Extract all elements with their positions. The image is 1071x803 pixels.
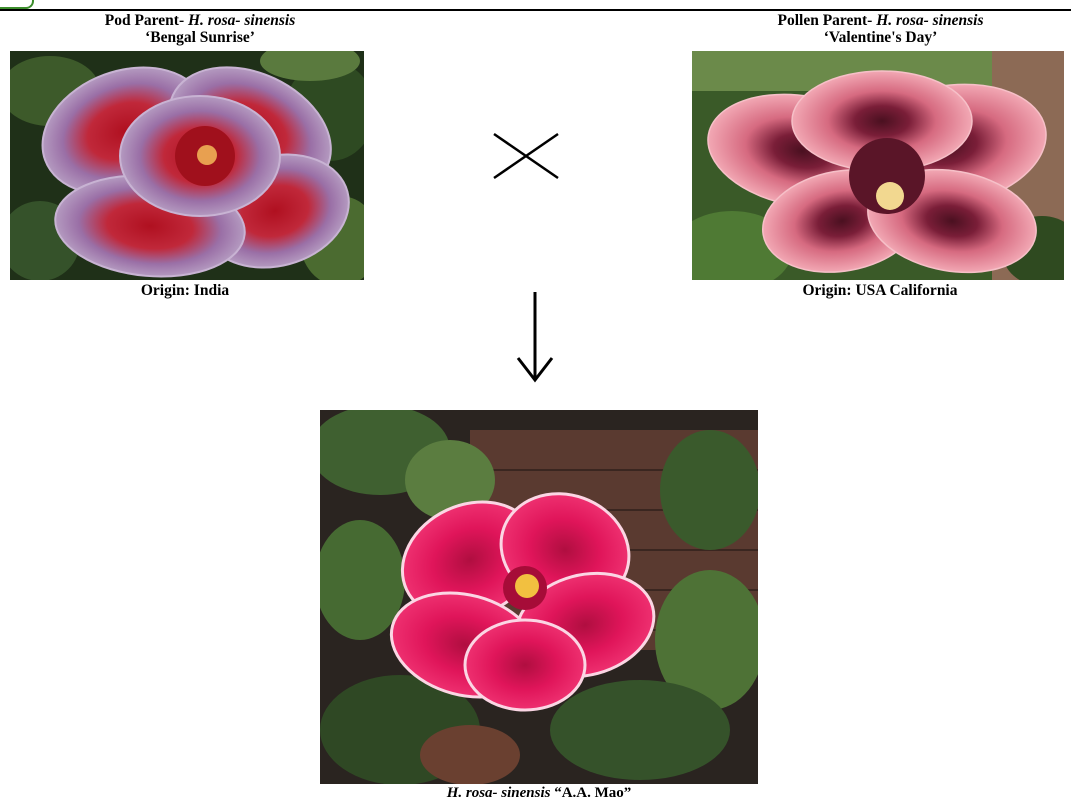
pod-parent-prefix: Pod Parent- xyxy=(105,12,188,29)
offspring-cultivar: “A.A. Mao” xyxy=(550,785,631,801)
offspring-species: H. rosa- sinensis xyxy=(447,785,551,801)
corner-badge xyxy=(0,0,34,9)
pod-parent-origin: Origin: India xyxy=(20,282,350,299)
cross-icon xyxy=(490,130,562,182)
pod-parent-cultivar: ‘Bengal Sunrise’ xyxy=(20,29,380,46)
arrow-down-icon xyxy=(510,290,560,385)
pollen-parent-prefix: Pollen Parent- xyxy=(778,12,877,29)
pod-parent-caption: Pod Parent- H. rosa- sinensis ‘Bengal Su… xyxy=(20,12,380,46)
pollen-parent-photo xyxy=(692,51,1064,280)
pollen-parent-cultivar: ‘Valentine's Day’ xyxy=(690,29,1071,46)
pollen-parent-species: H. rosa- sinensis xyxy=(876,12,983,29)
pollen-parent-origin: Origin: USA California xyxy=(720,282,1040,299)
top-rule xyxy=(0,9,1071,11)
offspring-caption: H. rosa- sinensis “A.A. Mao” xyxy=(320,785,758,802)
pod-parent-photo xyxy=(10,51,364,280)
pod-parent-species: H. rosa- sinensis xyxy=(188,12,295,29)
pollen-parent-caption: Pollen Parent- H. rosa- sinensis ‘Valent… xyxy=(690,12,1071,46)
offspring-photo xyxy=(320,410,758,784)
